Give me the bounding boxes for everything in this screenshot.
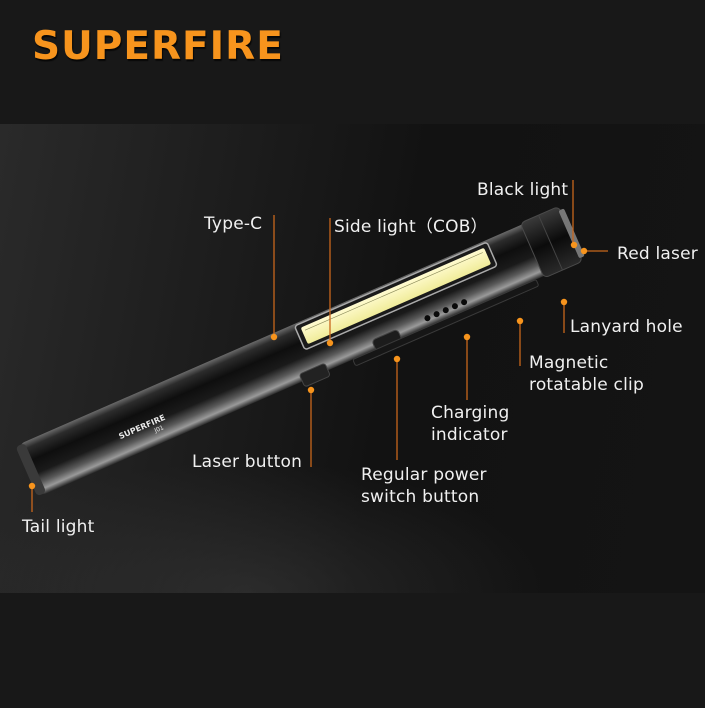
- callout-magnetic-clip-line1: Magnetic: [529, 353, 609, 373]
- callout-laser-button: Laser button: [192, 452, 303, 472]
- callout-tail-light: Tail light: [22, 517, 95, 537]
- callout-power-button-line1: Regular power: [361, 465, 487, 485]
- callout-type-c: Type-C: [204, 214, 263, 234]
- callout-power-button: Regular power switch button: [361, 464, 487, 508]
- callout-lanyard-hole: Lanyard hole: [570, 317, 683, 337]
- callout-charging-indicator-line1: Charging: [431, 403, 510, 423]
- callout-magnetic-clip-line2: rotatable clip: [529, 375, 644, 395]
- body-model: J01: [153, 424, 166, 435]
- callout-black-light: Black light: [477, 180, 569, 200]
- callout-side-light: Side light（COB）: [334, 217, 488, 237]
- callout-charging-indicator-line2: indicator: [431, 425, 508, 445]
- callout-charging-indicator: Charging indicator: [431, 402, 509, 446]
- callout-red-laser: Red laser: [617, 244, 698, 264]
- brand-logo: SUPERFIRE: [32, 24, 284, 69]
- callout-power-button-line2: switch button: [361, 487, 480, 507]
- callout-magnetic-clip: Magnetic rotatable clip: [529, 352, 644, 396]
